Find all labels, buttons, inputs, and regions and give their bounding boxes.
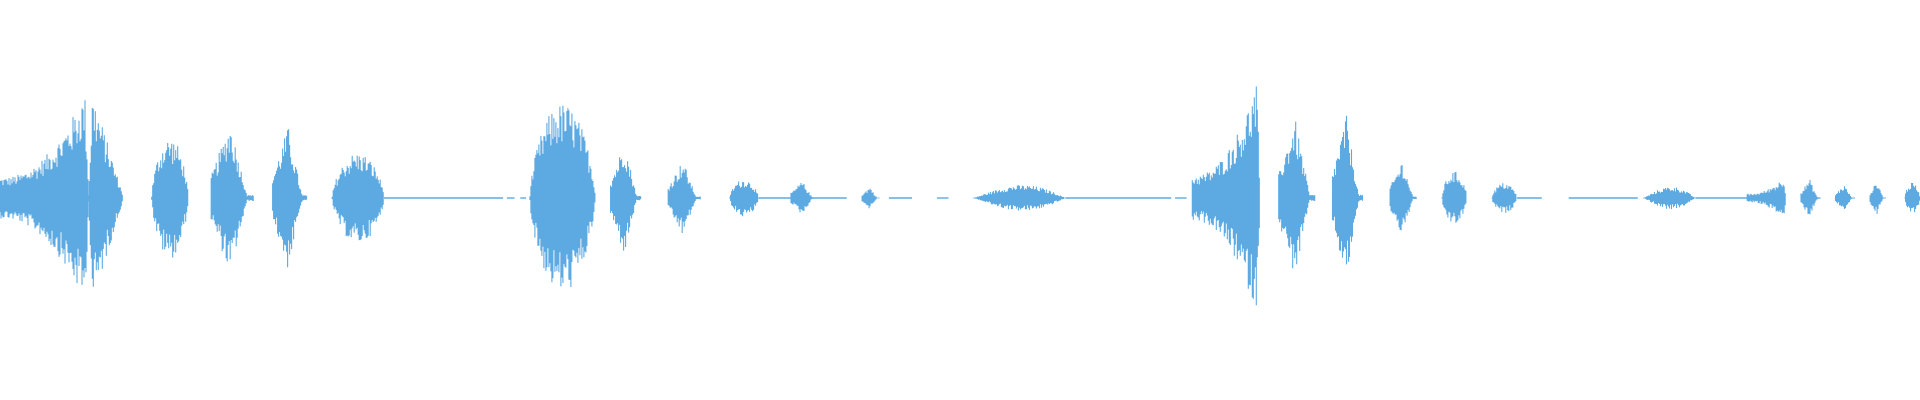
waveform-segment [151,143,189,258]
waveform-segment [861,188,880,209]
waveform-segment [1441,171,1467,223]
waveform-segment [1491,183,1517,213]
waveform-segment [1331,115,1364,265]
waveform-segment [1746,182,1786,214]
waveform-segment [972,185,1066,211]
waveform-segment-path [1642,187,1696,210]
waveform-segment [87,108,123,287]
waveform-segment [331,155,384,241]
waveform-segment-path [667,166,701,233]
waveform-segment [1389,165,1417,231]
waveform-segment [1834,186,1856,209]
waveform-segment-path [331,155,384,241]
waveform-segment-path [861,188,880,209]
waveform-segment [529,105,596,287]
waveform-segment [667,166,701,233]
waveform-segment [610,157,642,251]
waveform-segment-path [1746,182,1786,214]
waveform-segment-path [1834,186,1856,209]
waveform-segment-path [972,185,1066,211]
waveform-segment [1191,86,1260,306]
waveform-segment [1869,185,1886,214]
waveform-segment [729,181,759,217]
waveform-segment-path [729,181,759,217]
waveform-segment-path [610,157,642,251]
waveform-segment-path [1278,121,1316,269]
waveform-segment [1642,187,1696,210]
waveform-segment [272,129,308,268]
waveform-segment-path [1491,183,1517,213]
waveform-segment-path [1331,115,1364,265]
waveform-bars [0,86,1920,306]
waveform-segment-path [210,136,254,262]
waveform-segment-path [1441,171,1467,223]
waveform-segment-path [87,108,123,287]
waveform-segment-path [790,183,816,213]
waveform-segment-path [272,129,308,268]
waveform-segment [1904,183,1920,213]
waveform-segment [0,100,89,285]
waveform-segment-path [1191,86,1260,306]
waveform-segment [210,136,254,262]
waveform-segment-path [1389,165,1417,231]
waveform-segment-path [1904,183,1920,213]
waveform-segment-path [1800,180,1821,215]
waveform-segment [1800,180,1821,215]
waveform-segment [1278,121,1316,269]
waveform-segment-path [529,105,596,287]
waveform-segment [790,183,816,213]
waveform-segment-path [1869,185,1886,214]
waveform-segment-path [0,100,89,285]
waveform-segment-path [151,143,189,258]
